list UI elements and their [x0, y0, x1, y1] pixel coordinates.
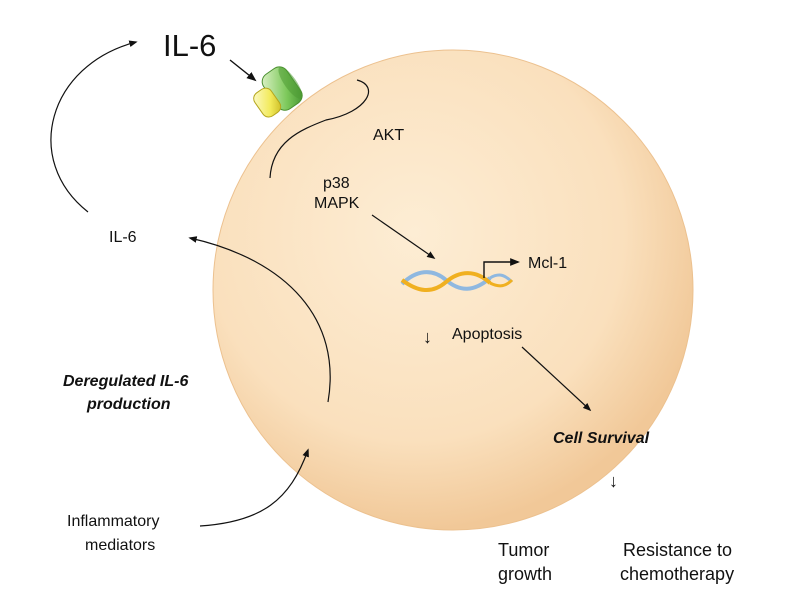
transcription-arrow [483, 258, 520, 278]
resistance-line1: Resistance to [623, 540, 732, 560]
dna-helix-icon [400, 270, 514, 292]
il6-top-label: IL-6 [163, 28, 216, 63]
deregulated-line1: Deregulated IL-6 [63, 373, 188, 390]
inflammatory-arrow [199, 448, 309, 527]
apoptosis-label: Apoptosis [452, 326, 522, 343]
il6-secreted-label: IL-6 [109, 229, 137, 246]
mapk-label: MAPK [314, 195, 360, 212]
il6-receptor-icon [253, 66, 303, 118]
p38-label: p38 [323, 175, 350, 192]
apoptosis-to-survival-arrow [521, 346, 592, 412]
inflammatory-line2: mediators [85, 537, 155, 554]
tumor-line1: Tumor [498, 540, 549, 560]
survival-down-arrow: ↓ [609, 471, 618, 491]
mcl1-label: Mcl-1 [528, 255, 567, 272]
il6-to-receptor-arrow [229, 59, 257, 82]
deregulated-line2: production [86, 396, 171, 413]
mapk-to-dna-arrow [371, 214, 436, 259]
cell-survival-label: Cell Survival [553, 430, 650, 447]
autocrine-loop-arrow [50, 40, 138, 213]
cell-body [212, 49, 694, 531]
akt-brace [269, 79, 369, 179]
production-arrow [188, 236, 331, 403]
inflammatory-line1: Inflammatory [67, 513, 159, 530]
apoptosis-down-arrow: ↓ [423, 327, 432, 347]
tumor-line2: growth [498, 564, 552, 584]
akt-label: AKT [373, 127, 404, 144]
resistance-line2: chemotherapy [620, 564, 734, 584]
